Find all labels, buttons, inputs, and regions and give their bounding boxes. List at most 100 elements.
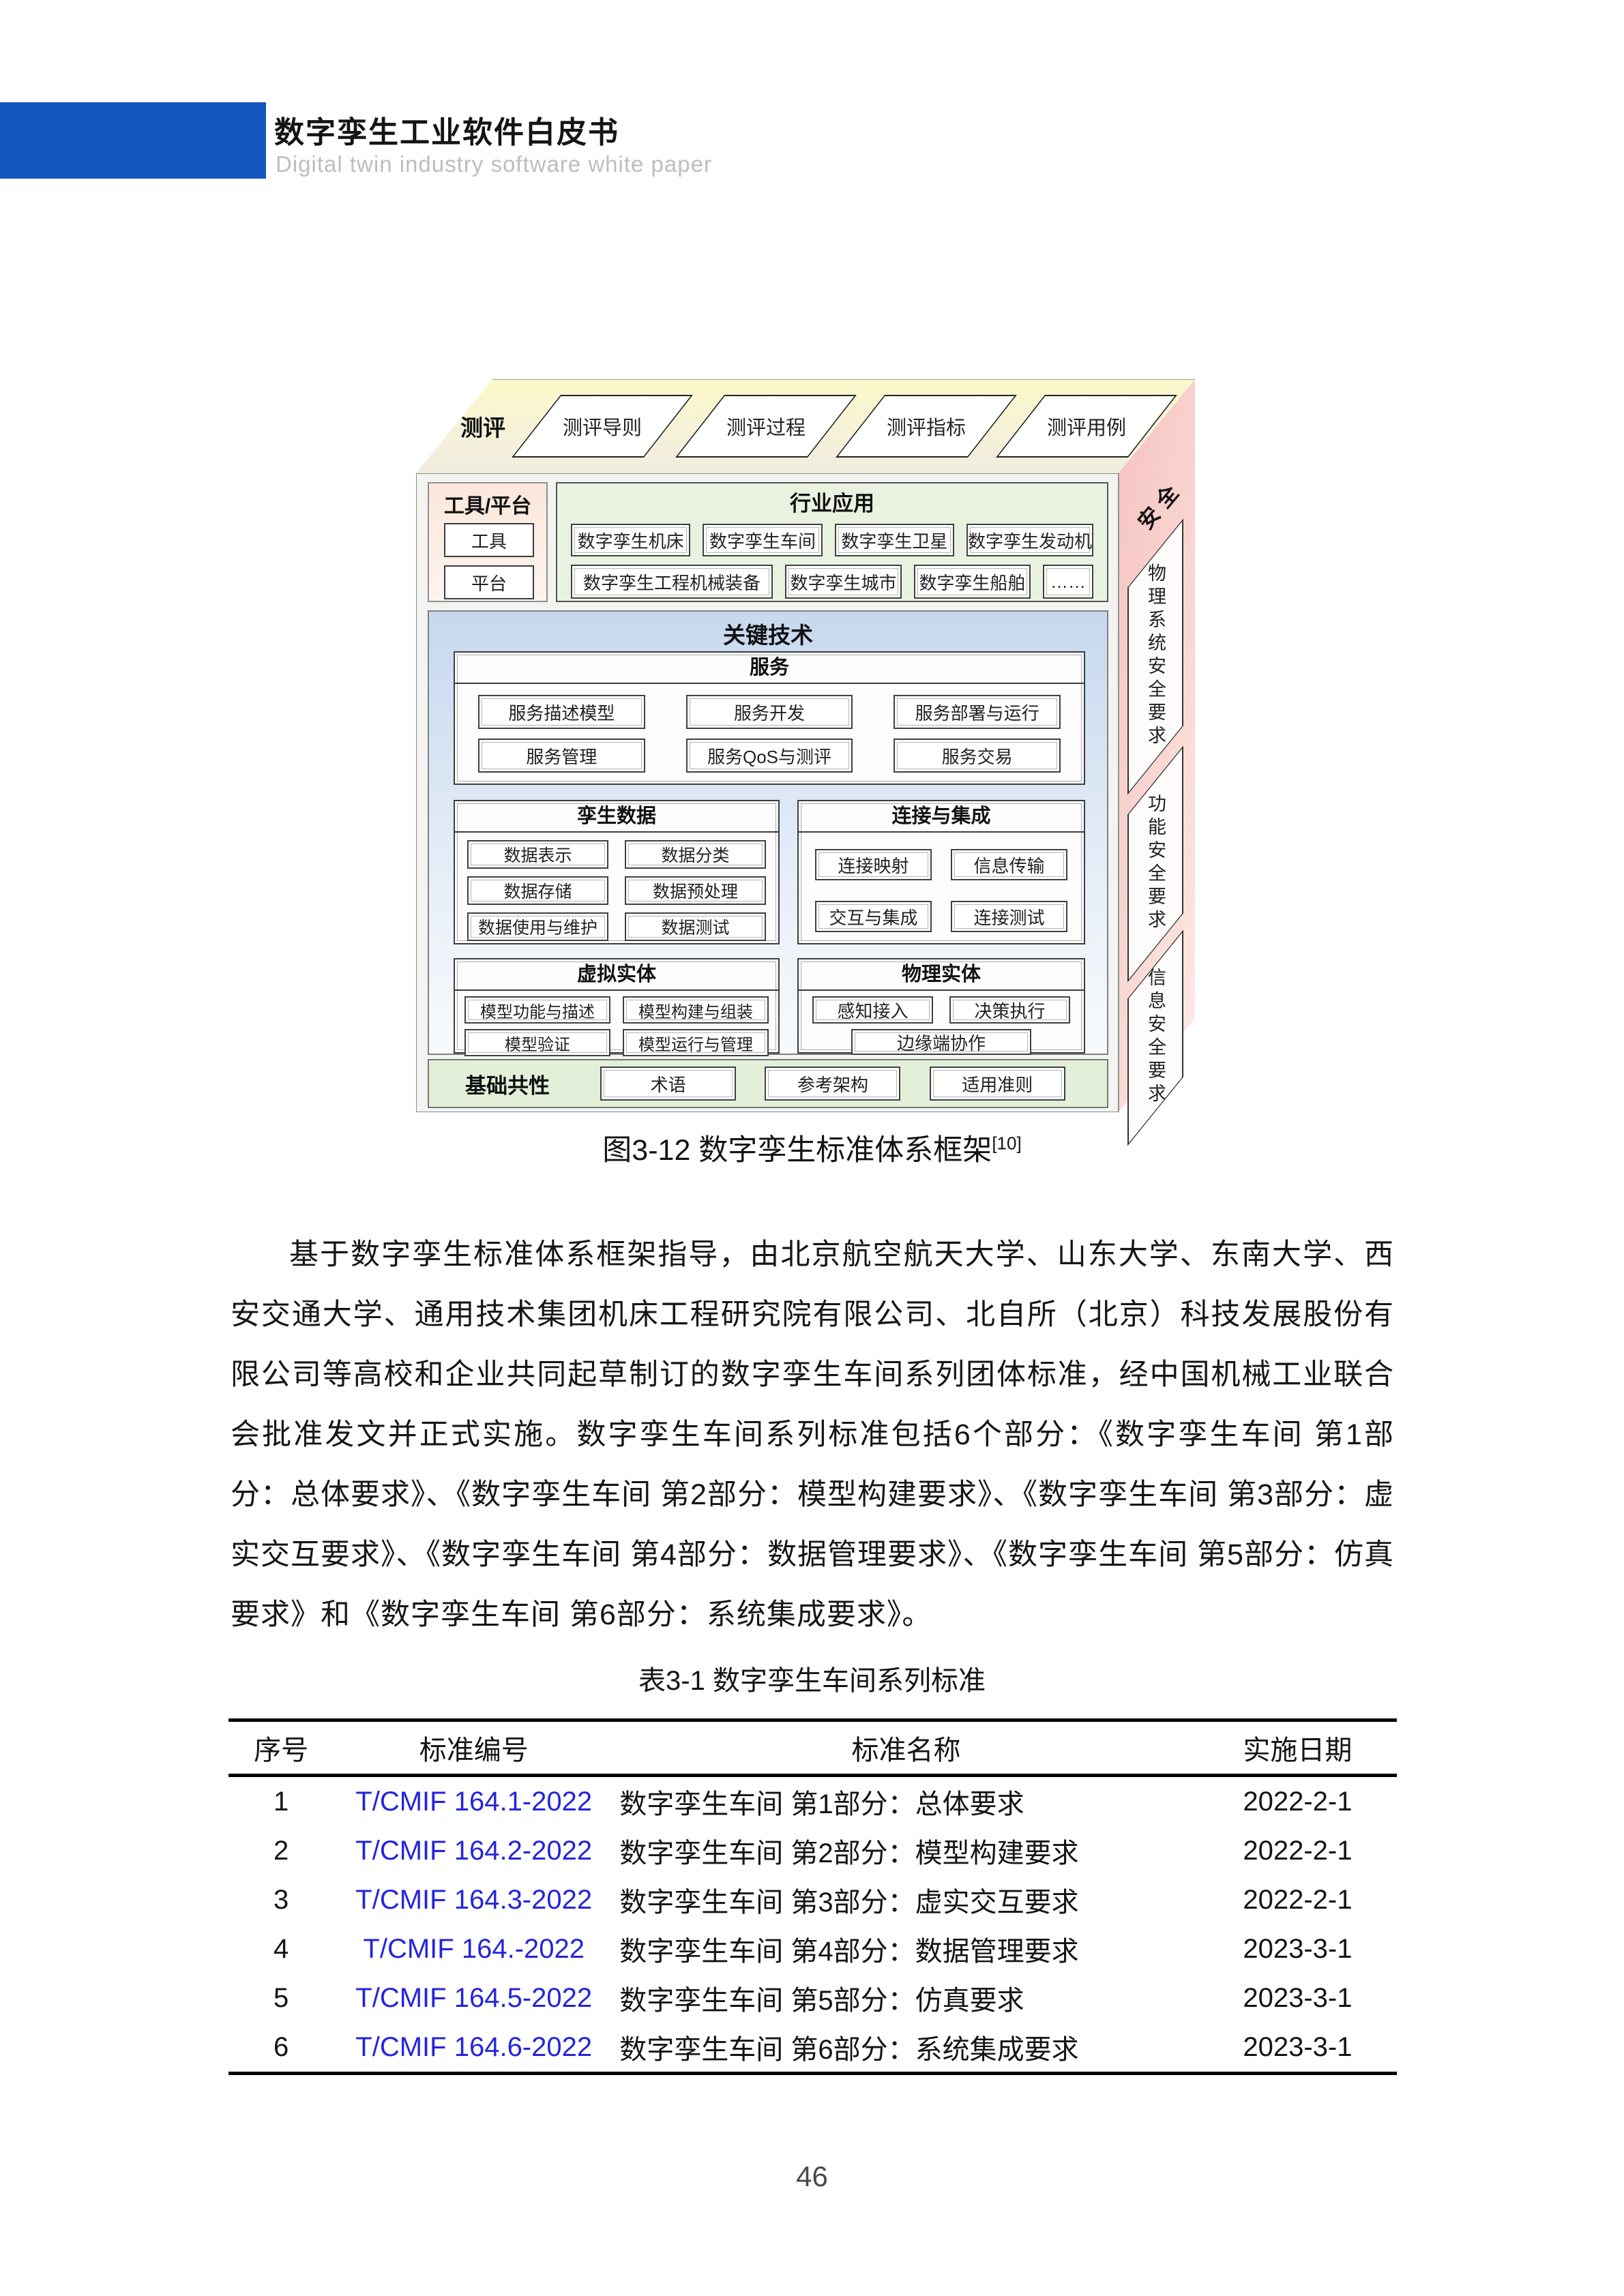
service-item: 服务描述模型 [478, 695, 645, 729]
industry-item: 数字孪生车间 [703, 524, 823, 556]
industry-item: 数字孪生发动机 [966, 524, 1093, 556]
evaluation-item-box: 测评导则 [512, 395, 693, 458]
industry-item: 数字孪生船舶 [914, 565, 1031, 599]
virtual-entity-row-2: 模型验证 模型运行与管理 [455, 1029, 778, 1056]
connection-item: 交互与集成 [815, 901, 932, 932]
connection-item: 连接映射 [815, 849, 932, 880]
physical-entity-item: 边缘端协作 [851, 1029, 1031, 1055]
evaluation-label: 测评 [460, 415, 505, 441]
physical-entity-title: 物理实体 [799, 959, 1084, 991]
key-technology-panel: 关键技术 服务 服务描述模型 服务开发 服务部署与运行 服务管理 服务QoS与测… [428, 610, 1108, 1056]
table-row: 4 T/CMIF 164.-2022 数字孪生车间 第4部分：数据管理要求 20… [228, 1924, 1397, 1973]
row-index: 4 [273, 1933, 289, 1964]
body-paragraph: 基于数字孪生标准体系框架指导，由北京航空航天大学、山东大学、东南大学、西安交通大… [231, 1238, 1394, 1631]
industry-application-panel: 行业应用 数字孪生机床 数字孪生车间 数字孪生卫星 数字孪生发动机 数字孪生工程… [556, 482, 1108, 602]
industry-item-ellipsis: …… [1042, 565, 1093, 599]
virtual-entity-item: 模型构建与组装 [623, 996, 769, 1024]
security-panel-label: 物理系统安全要求 [1145, 564, 1166, 749]
virtual-entity-item: 模型运行与管理 [623, 1029, 769, 1056]
twin-data-item: 数据使用与维护 [467, 912, 608, 941]
standard-code-link[interactable]: T/CMIF 164.1-2022 [355, 1786, 593, 1817]
physical-entity-row-1: 感知接入 决策执行 [799, 996, 1084, 1024]
connection-item: 连接测试 [951, 901, 1067, 932]
column-header-standard-name: 标准名称 [614, 1718, 1198, 1777]
foundation-common-boxes: 术语 参考架构 适用准则 [586, 1067, 1107, 1101]
security-panel-label: 信息安全要求 [1145, 968, 1166, 1107]
industry-item: 数字孪生卫星 [834, 524, 954, 556]
table-header-row: 序号 标准编号 标准名称 实施日期 [228, 1718, 1397, 1777]
foundation-common-band: 基础共性 术语 参考架构 适用准则 [428, 1059, 1108, 1108]
table-row: 2 T/CMIF 164.2-2022 数字孪生车间 第2部分：模型构建要求 2… [228, 1826, 1397, 1875]
standard-name: 数字孪生车间 第6部分：系统集成要求 [614, 2023, 1198, 2075]
standard-name: 数字孪生车间 第3部分：虚实交互要求 [619, 1888, 1079, 1918]
service-section: 服务 服务描述模型 服务开发 服务部署与运行 服务管理 服务QoS与测评 服务交… [454, 651, 1085, 785]
service-section-title: 服务 [455, 653, 1084, 684]
connection-row-2: 交互与集成 连接测试 [799, 901, 1084, 932]
physical-entity-section: 物理实体 感知接入 决策执行 边缘端协作 [797, 958, 1085, 1055]
service-item: 服务管理 [478, 739, 645, 773]
service-row-1: 服务描述模型 服务开发 服务部署与运行 [455, 695, 1084, 729]
implementation-date: 2022-2-1 [1243, 1786, 1353, 1817]
standard-code-link[interactable]: T/CMIF 164.6-2022 [334, 2023, 615, 2075]
implementation-date: 2023-3-1 [1243, 1933, 1353, 1964]
industry-application-title: 行业应用 [790, 492, 874, 516]
twin-data-item: 数据存储 [467, 876, 608, 905]
key-technology-title: 关键技术 [723, 623, 813, 648]
column-header-index: 序号 [228, 1718, 334, 1777]
platform-box: 平台 [444, 565, 534, 599]
figure-3-12-diagram: 测评 测评导则 测评过程 测评指标 测评用例 安全 物理系统安全要求 功能安全要… [416, 379, 1209, 1146]
row-index: 1 [273, 1786, 289, 1817]
standard-code-link[interactable]: T/CMIF 164.3-2022 [355, 1884, 593, 1915]
industry-item: 数字孪生机床 [571, 524, 691, 556]
header-brand-bar [0, 102, 266, 179]
standard-code-link[interactable]: T/CMIF 164.-2022 [363, 1933, 585, 1964]
column-header-implementation-date: 实施日期 [1198, 1718, 1397, 1777]
tools-platform-title: 工具/平台 [443, 495, 532, 518]
standard-code-link[interactable]: T/CMIF 164.2-2022 [355, 1835, 593, 1866]
physical-entity-item: 感知接入 [812, 996, 933, 1024]
twin-data-row-3: 数据使用与维护 数据测试 [455, 912, 778, 941]
implementation-date: 2023-3-1 [1198, 2023, 1397, 2075]
evaluation-item-label: 测评过程 [726, 417, 806, 439]
standard-name: 数字孪生车间 第2部分：模型构建要求 [619, 1838, 1079, 1868]
connection-row-1: 连接映射 信息传输 [799, 849, 1084, 880]
service-item: 服务开发 [685, 695, 853, 729]
figure-caption-text: 图3-12 数字孪生标准体系框架 [602, 1134, 992, 1167]
twin-data-row-1: 数据表示 数据分类 [455, 840, 778, 869]
service-item: 服务交易 [894, 739, 1061, 773]
figure-caption-reference: [10] [992, 1133, 1022, 1154]
implementation-date: 2022-2-1 [1243, 1835, 1353, 1866]
tools-platform-panel: 工具/平台 工具 平台 [428, 482, 548, 602]
evaluation-item-box: 测评指标 [836, 395, 1017, 458]
twin-data-item: 数据预处理 [625, 876, 766, 905]
foundation-item: 术语 [600, 1067, 737, 1101]
industry-item: 数字孪生城市 [785, 565, 902, 599]
physical-entity-item: 决策执行 [949, 996, 1070, 1024]
twin-data-item: 数据分类 [625, 840, 766, 869]
twin-data-row-2: 数据存储 数据预处理 [455, 876, 778, 905]
implementation-date: 2023-3-1 [1243, 1982, 1353, 2013]
table-row: 5 T/CMIF 164.5-2022 数字孪生车间 第5部分：仿真要求 202… [228, 1973, 1397, 2023]
service-item: 服务部署与运行 [894, 695, 1061, 729]
twin-data-section: 孪生数据 数据表示 数据分类 数据存储 数据预处理 数据使用与维护 数据测试 [454, 800, 780, 944]
physical-entity-row-2: 边缘端协作 [799, 1029, 1084, 1055]
foundation-item: 适用准则 [929, 1067, 1065, 1101]
diagram-front-face: 工具/平台 工具 平台 行业应用 数字孪生机床 数字孪生车间 数字孪生卫星 数字… [416, 473, 1119, 1112]
industry-row-1: 数字孪生机床 数字孪生车间 数字孪生卫星 数字孪生发动机 [557, 524, 1107, 556]
virtual-entity-section: 虚拟实体 模型功能与描述 模型构建与组装 模型验证 模型运行与管理 [454, 958, 780, 1056]
standard-name: 数字孪生车间 第5部分：仿真要求 [619, 1986, 1024, 2016]
industry-item: 数字孪生工程机械装备 [571, 565, 773, 599]
standard-name: 数字孪生车间 第4部分：数据管理要求 [619, 1937, 1079, 1967]
evaluation-item-label: 测评指标 [886, 417, 966, 439]
connection-integration-title: 连接与集成 [799, 801, 1084, 833]
virtual-entity-row-1: 模型功能与描述 模型构建与组装 [455, 996, 778, 1024]
table-caption: 表3-1 数字孪生车间系列标准 [638, 1666, 986, 1696]
page-number: 46 [796, 2160, 828, 2192]
table-row: 3 T/CMIF 164.3-2022 数字孪生车间 第3部分：虚实交互要求 2… [228, 1875, 1397, 1924]
virtual-entity-item: 模型验证 [464, 1029, 610, 1056]
standard-code-link[interactable]: T/CMIF 164.5-2022 [355, 1982, 593, 2013]
security-panel-label: 功能安全要求 [1145, 794, 1166, 934]
connection-item: 信息传输 [951, 849, 1067, 880]
tool-box: 工具 [444, 523, 534, 557]
